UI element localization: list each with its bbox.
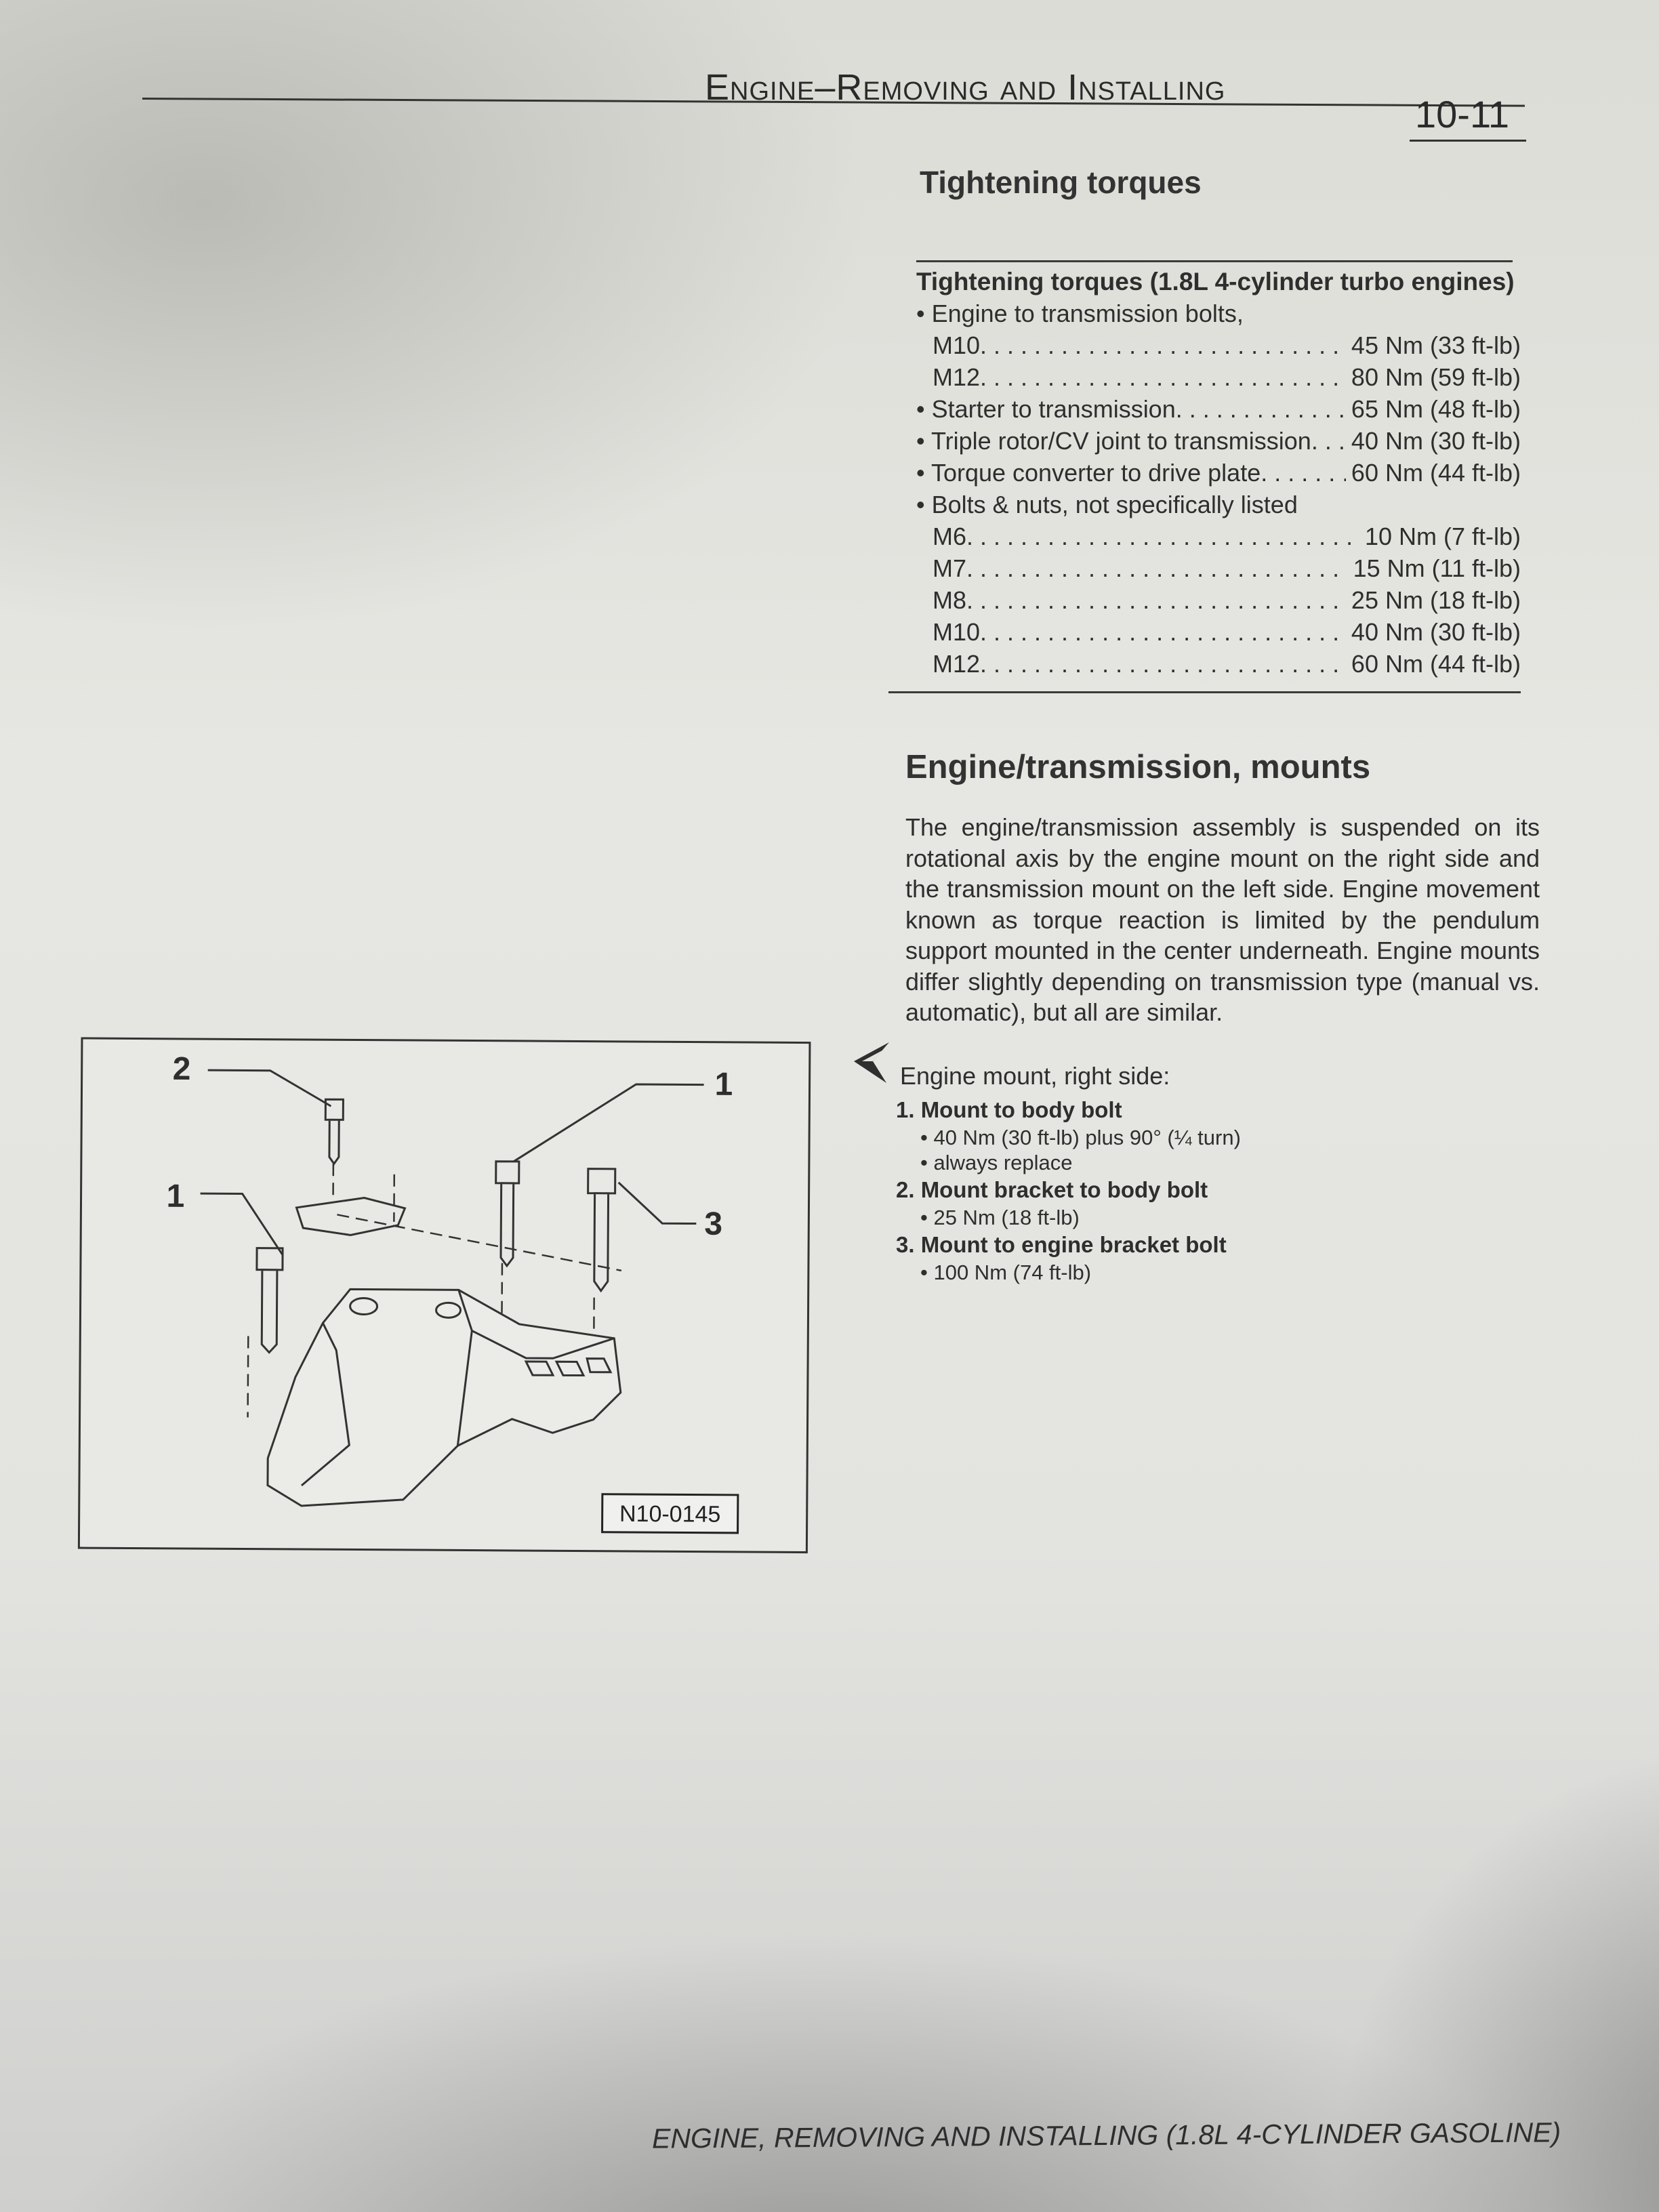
torque-row-label: • Triple rotor/CV joint to transmission xyxy=(916,427,1311,455)
torque-row-label: M7 xyxy=(933,554,967,582)
page-number-rule xyxy=(1410,140,1526,142)
table-top-rule xyxy=(916,260,1513,262)
torque-row-label: • Engine to transmission bolts, xyxy=(916,300,1244,327)
page-number: 10-11 xyxy=(1415,93,1510,136)
callout-label-2: 2 xyxy=(173,1051,191,1087)
callout-label-3: 3 xyxy=(704,1206,722,1242)
torque-table-row: M7 15 Nm (11 ft-lb) xyxy=(916,552,1521,584)
torque-row-label: • Starter to transmission xyxy=(916,395,1176,423)
bolt-1-right xyxy=(495,1160,520,1268)
engine-mount-body xyxy=(266,1288,622,1507)
callout-item-label: 1. Mount to body bolt xyxy=(896,1097,1122,1122)
torque-row-label: M12 xyxy=(933,363,981,391)
torque-row-label: • Torque converter to drive plate xyxy=(916,459,1261,487)
dot-leader xyxy=(966,552,1348,584)
torque-table-row: • Bolts & nuts, not specifically listed xyxy=(916,489,1521,520)
mounts-description: The engine/transmission assembly is susp… xyxy=(905,813,1540,1026)
callout-item-label: 2. Mount bracket to body bolt xyxy=(896,1177,1208,1202)
torque-row-value: 10 Nm (7 ft-lb) xyxy=(1364,523,1521,550)
dot-leader xyxy=(1176,393,1346,425)
table-bottom-rule xyxy=(888,691,1521,693)
torque-row-label: M12 xyxy=(933,650,981,678)
torque-table-row: M8 25 Nm (18 ft-lb) xyxy=(916,584,1521,616)
leader-line-1-right xyxy=(513,1083,704,1163)
callout-label-1-left: 1 xyxy=(166,1179,184,1214)
torque-row-value: 60 Nm (44 ft-lb) xyxy=(1351,650,1521,678)
torque-row-label: M10 xyxy=(933,618,981,646)
torque-row-value: 65 Nm (48 ft-lb) xyxy=(1351,395,1521,423)
torque-table-row: M12 80 Nm (59 ft-lb) xyxy=(916,361,1521,393)
leader-line-2 xyxy=(207,1069,332,1107)
torque-row-value: 80 Nm (59 ft-lb) xyxy=(1351,363,1521,391)
running-footer: ENGINE, REMOVING AND INSTALLING (1.8L 4-… xyxy=(651,2116,1561,2154)
torque-row-label: M8 xyxy=(933,586,967,614)
torque-row-label: M6 xyxy=(933,523,967,550)
section-heading-mounts: Engine/transmission, mounts xyxy=(905,749,1371,785)
callout-item-note: • 25 Nm (18 ft-lb) xyxy=(920,1206,1080,1229)
torque-row-label: M10 xyxy=(933,331,981,359)
callout-item-label: 3. Mount to engine bracket bolt xyxy=(896,1232,1227,1257)
dot-leader xyxy=(1311,425,1346,457)
torque-row-label: • Bolts & nuts, not specifically listed xyxy=(916,491,1298,518)
torque-table: Tightening torques (1.8L 4-cylinder turb… xyxy=(916,266,1521,680)
bolt-2 xyxy=(324,1098,344,1166)
figure-code-box xyxy=(601,1493,739,1534)
arrow-pointer-left-icon xyxy=(854,1042,889,1083)
bolt-3 xyxy=(587,1168,617,1293)
engine-mount-callout-list: Engine mount, right side: 1. Mount to bo… xyxy=(896,1061,1241,1285)
torque-row-value: 40 Nm (30 ft-lb) xyxy=(1351,427,1521,455)
torque-row-value: 45 Nm (33 ft-lb) xyxy=(1351,331,1521,359)
mount-bracket xyxy=(295,1197,407,1236)
torque-table-title: Tightening torques (1.8L 4-cylinder turb… xyxy=(916,268,1515,295)
leader-line-3 xyxy=(617,1181,697,1225)
torque-table-row: M10 40 Nm (30 ft-lb) xyxy=(916,616,1521,648)
callout-item-note: • 100 Nm (74 ft-lb) xyxy=(920,1261,1092,1284)
callout-item-note: • always replace xyxy=(920,1151,1073,1174)
dot-leader xyxy=(980,361,1346,393)
torque-table-row: M10 45 Nm (33 ft-lb) xyxy=(916,329,1521,361)
figure-code: N10-0145 xyxy=(619,1501,721,1528)
leader-line-1-left xyxy=(200,1192,284,1256)
torque-row-value: 60 Nm (44 ft-lb) xyxy=(1351,459,1521,487)
dot-leader xyxy=(966,584,1346,616)
callout-label-1-right: 1 xyxy=(714,1067,733,1103)
torque-row-value: 25 Nm (18 ft-lb) xyxy=(1351,586,1521,614)
callout-title: Engine mount, right side: xyxy=(900,1062,1170,1090)
section-heading-tightening-torques: Tightening torques xyxy=(920,165,1202,200)
torque-table-row: • Engine to transmission bolts, xyxy=(916,298,1521,329)
torque-table-row: M12 60 Nm (44 ft-lb) xyxy=(916,648,1521,680)
torque-table-row: M6 10 Nm (7 ft-lb) xyxy=(916,520,1521,552)
torque-table-row: • Torque converter to drive plate 60 Nm (… xyxy=(916,457,1521,489)
dot-leader xyxy=(980,616,1346,648)
dot-leader xyxy=(980,648,1346,680)
bolt-1-left xyxy=(255,1247,284,1354)
running-header-title: Engine–Removing and Installing xyxy=(705,67,1226,108)
callout-item-note: • 40 Nm (30 ft-lb) plus 90° (¼ turn) xyxy=(920,1126,1241,1149)
torque-table-row: • Starter to transmission 65 Nm (48 ft-lb… xyxy=(916,393,1521,425)
dot-leader xyxy=(966,520,1359,552)
torque-row-value: 15 Nm (11 ft-lb) xyxy=(1353,554,1521,582)
engine-mount-illustration: 2 1 1 3 N10-0145 xyxy=(77,1037,811,1554)
torque-row-value: 40 Nm (30 ft-lb) xyxy=(1351,618,1521,646)
dot-leader xyxy=(1261,457,1346,489)
torque-table-row: • Triple rotor/CV joint to transmission 4… xyxy=(916,425,1521,457)
dot-leader xyxy=(980,329,1346,361)
